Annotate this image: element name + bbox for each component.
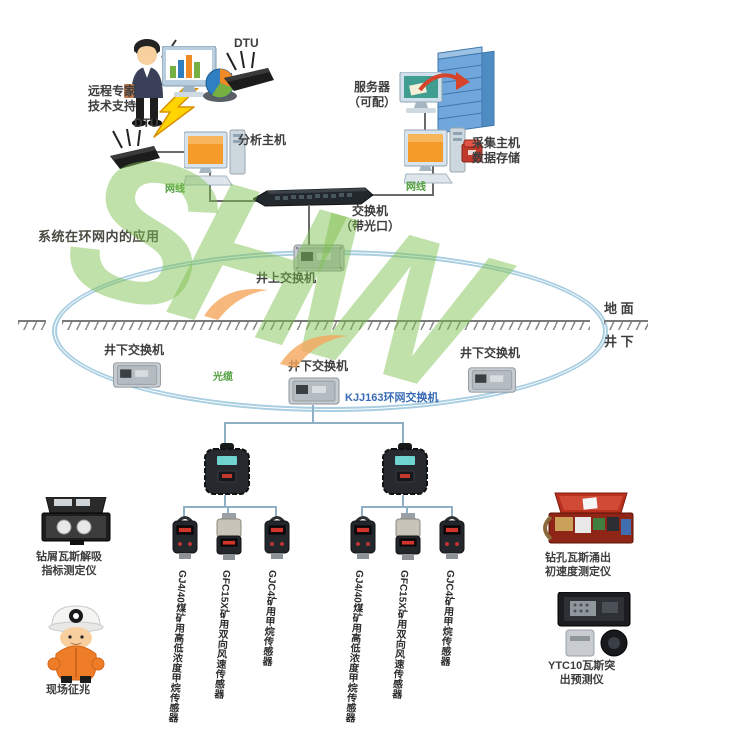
underground-switch-center-label: 井下交换机 xyxy=(288,359,349,373)
analysis-host-label: 分析主机 xyxy=(238,133,287,147)
underground-switch-right-label: 井下交换机 xyxy=(460,346,521,360)
cable-right-label: 网线 xyxy=(406,182,426,193)
sensor-label: GFC15X矿用双向风速传感器 xyxy=(389,569,410,699)
methane-sensor-icon xyxy=(171,513,199,568)
methane-sensor-icon xyxy=(349,513,377,568)
miner-icon xyxy=(38,600,114,689)
wind-sensor-icon xyxy=(393,509,423,570)
ring-switch-device-icon xyxy=(288,375,340,412)
expert-computer-icon xyxy=(161,45,238,109)
sensor-label: GFC15X矿用双向风速传感器 xyxy=(211,569,232,699)
collect-host-label: 采集主机 数据存储 xyxy=(472,136,521,165)
remote-expert-label: 远程专家 技术支持 xyxy=(88,84,137,113)
ground-label: 地 面 xyxy=(604,301,634,316)
storage-box-icon xyxy=(460,138,484,169)
ytc10-predictor-icon xyxy=(550,591,642,665)
server-label: 服务器 （可配） xyxy=(348,80,397,109)
junction-box-left-icon xyxy=(202,443,252,502)
junction-box-right-icon xyxy=(380,443,430,502)
cable-left-label: 网线 xyxy=(165,184,185,195)
core-switch-label: 交换机 （带光口） xyxy=(340,204,401,233)
underground-switch-right-icon xyxy=(467,365,517,400)
dtu-top-label: DTU xyxy=(234,36,259,50)
dtu-left-router-icon xyxy=(110,128,160,175)
methane-sensor-icon xyxy=(263,513,291,568)
diagram-caption: 系统在环网内的应用 xyxy=(38,229,160,244)
underground-label: 井 下 xyxy=(604,334,634,349)
wind-sensor-icon xyxy=(214,509,244,570)
sensor-label: GJ4/40煤矿用高低浓度甲烷传感器 xyxy=(165,569,188,723)
fiber-label: 光缆 xyxy=(213,372,233,383)
sensor-label: GJC4矿用甲烷传感器 xyxy=(437,569,456,667)
ring-switch-label: KJJ163环网交换机 xyxy=(345,392,439,404)
sensor-label: GJC4矿用甲烷传感器 xyxy=(259,569,278,667)
upload-arrow-icon xyxy=(418,70,470,99)
underground-switch-left-label: 井下交换机 xyxy=(104,343,165,357)
surface-switch-device-icon xyxy=(293,242,345,279)
surface-switch-label: 井上交换机 xyxy=(256,271,317,285)
analysis-host-computer-icon xyxy=(183,128,246,195)
underground-switch-left-icon xyxy=(112,360,162,395)
site-sign-label: 现场征兆 xyxy=(46,684,90,696)
drill-cuttings-tester-label: 钻屑瓦斯解吸 指标测定仪 xyxy=(36,551,102,577)
sensor-label: GJ4/40煤矿用高低浓度甲烷传感器 xyxy=(342,569,365,723)
ytc10-predictor-label: YTC10瓦斯突 出预测仪 xyxy=(548,660,616,686)
dtu-left-label: DTU xyxy=(134,116,159,130)
methane-sensor-icon xyxy=(438,513,466,568)
remote-expert-person-icon xyxy=(116,36,178,137)
drill-cuttings-tester-icon xyxy=(40,496,112,552)
borehole-tester-label: 钻孔瓦斯涌出 初速度测定仪 xyxy=(545,552,611,578)
collect-host-computer-icon xyxy=(403,126,466,193)
dtu-top-router-icon xyxy=(224,50,274,97)
borehole-tester-icon xyxy=(543,491,639,554)
